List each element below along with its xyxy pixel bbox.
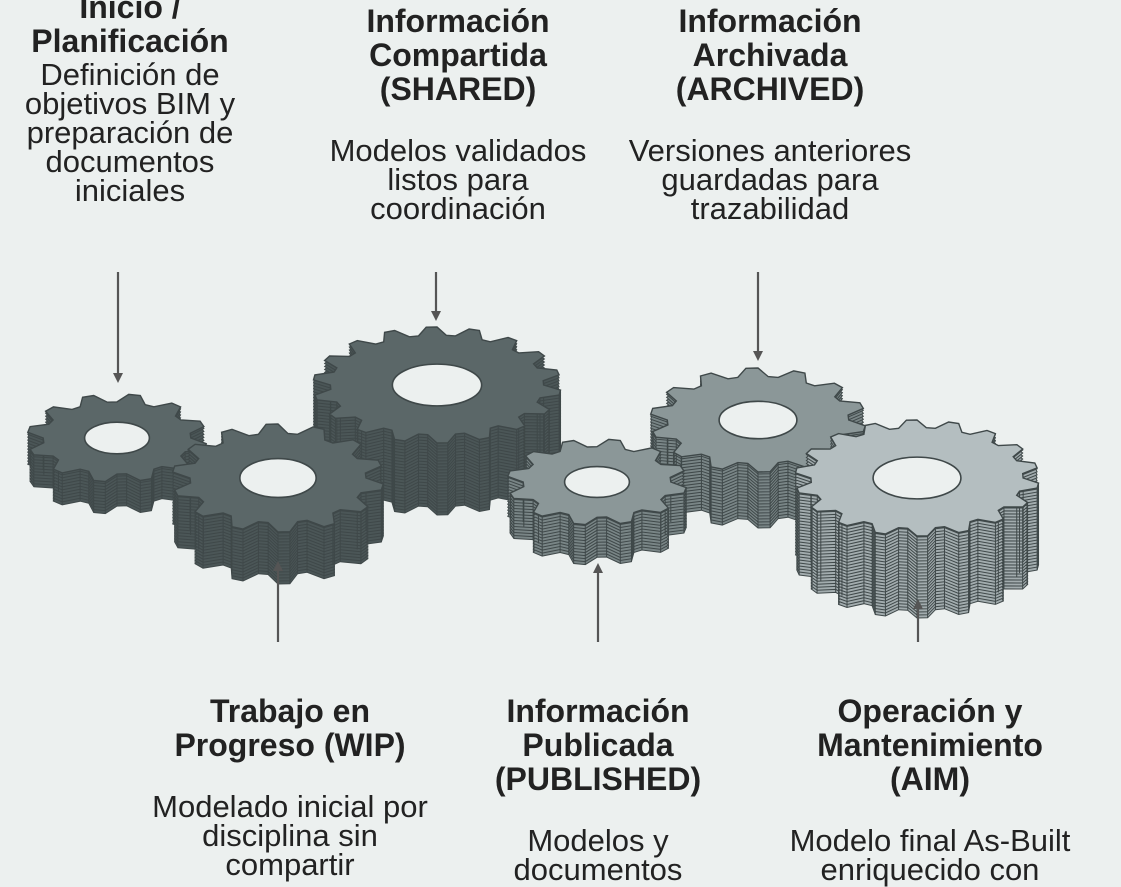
stage-archived: Información Archivada (ARCHIVED) Version… bbox=[620, 3, 920, 226]
stage-published: Información Publicada (PUBLISHED) Modelo… bbox=[468, 693, 728, 885]
stage-wip: Trabajo en Progreso (WIP) Modelado inici… bbox=[140, 693, 440, 880]
stage-shared: Información Compartida (SHARED) Modelos … bbox=[308, 3, 608, 226]
stage-archived-title: Información Archivada (ARCHIVED) bbox=[675, 3, 865, 107]
stage-shared-description: Modelos validados listos para coordinaci… bbox=[329, 133, 587, 226]
gear-aim bbox=[794, 419, 1040, 619]
gear-wip bbox=[171, 423, 385, 585]
stage-inicio: Inicio / Planificación Definición de obj… bbox=[0, 0, 260, 208]
stage-archived-description: Versiones anteriores guardadas para traz… bbox=[628, 133, 912, 226]
stage-inicio-description: Definición de objetivos BIM y preparació… bbox=[24, 57, 236, 208]
stage-wip-title: Trabajo en Progreso (WIP) bbox=[174, 693, 406, 763]
stage-aim: Operación y Mantenimiento (AIM) Modelo f… bbox=[780, 693, 1080, 885]
stage-published-title: Información Publicada (PUBLISHED) bbox=[494, 693, 702, 797]
stage-aim-title: Operación y Mantenimiento (AIM) bbox=[817, 693, 1043, 797]
gear-inicio bbox=[26, 393, 208, 515]
stage-shared-title: Información Compartida (SHARED) bbox=[366, 3, 550, 107]
stage-inicio-title: Inicio / Planificación bbox=[31, 0, 229, 59]
gear-published bbox=[506, 438, 688, 566]
